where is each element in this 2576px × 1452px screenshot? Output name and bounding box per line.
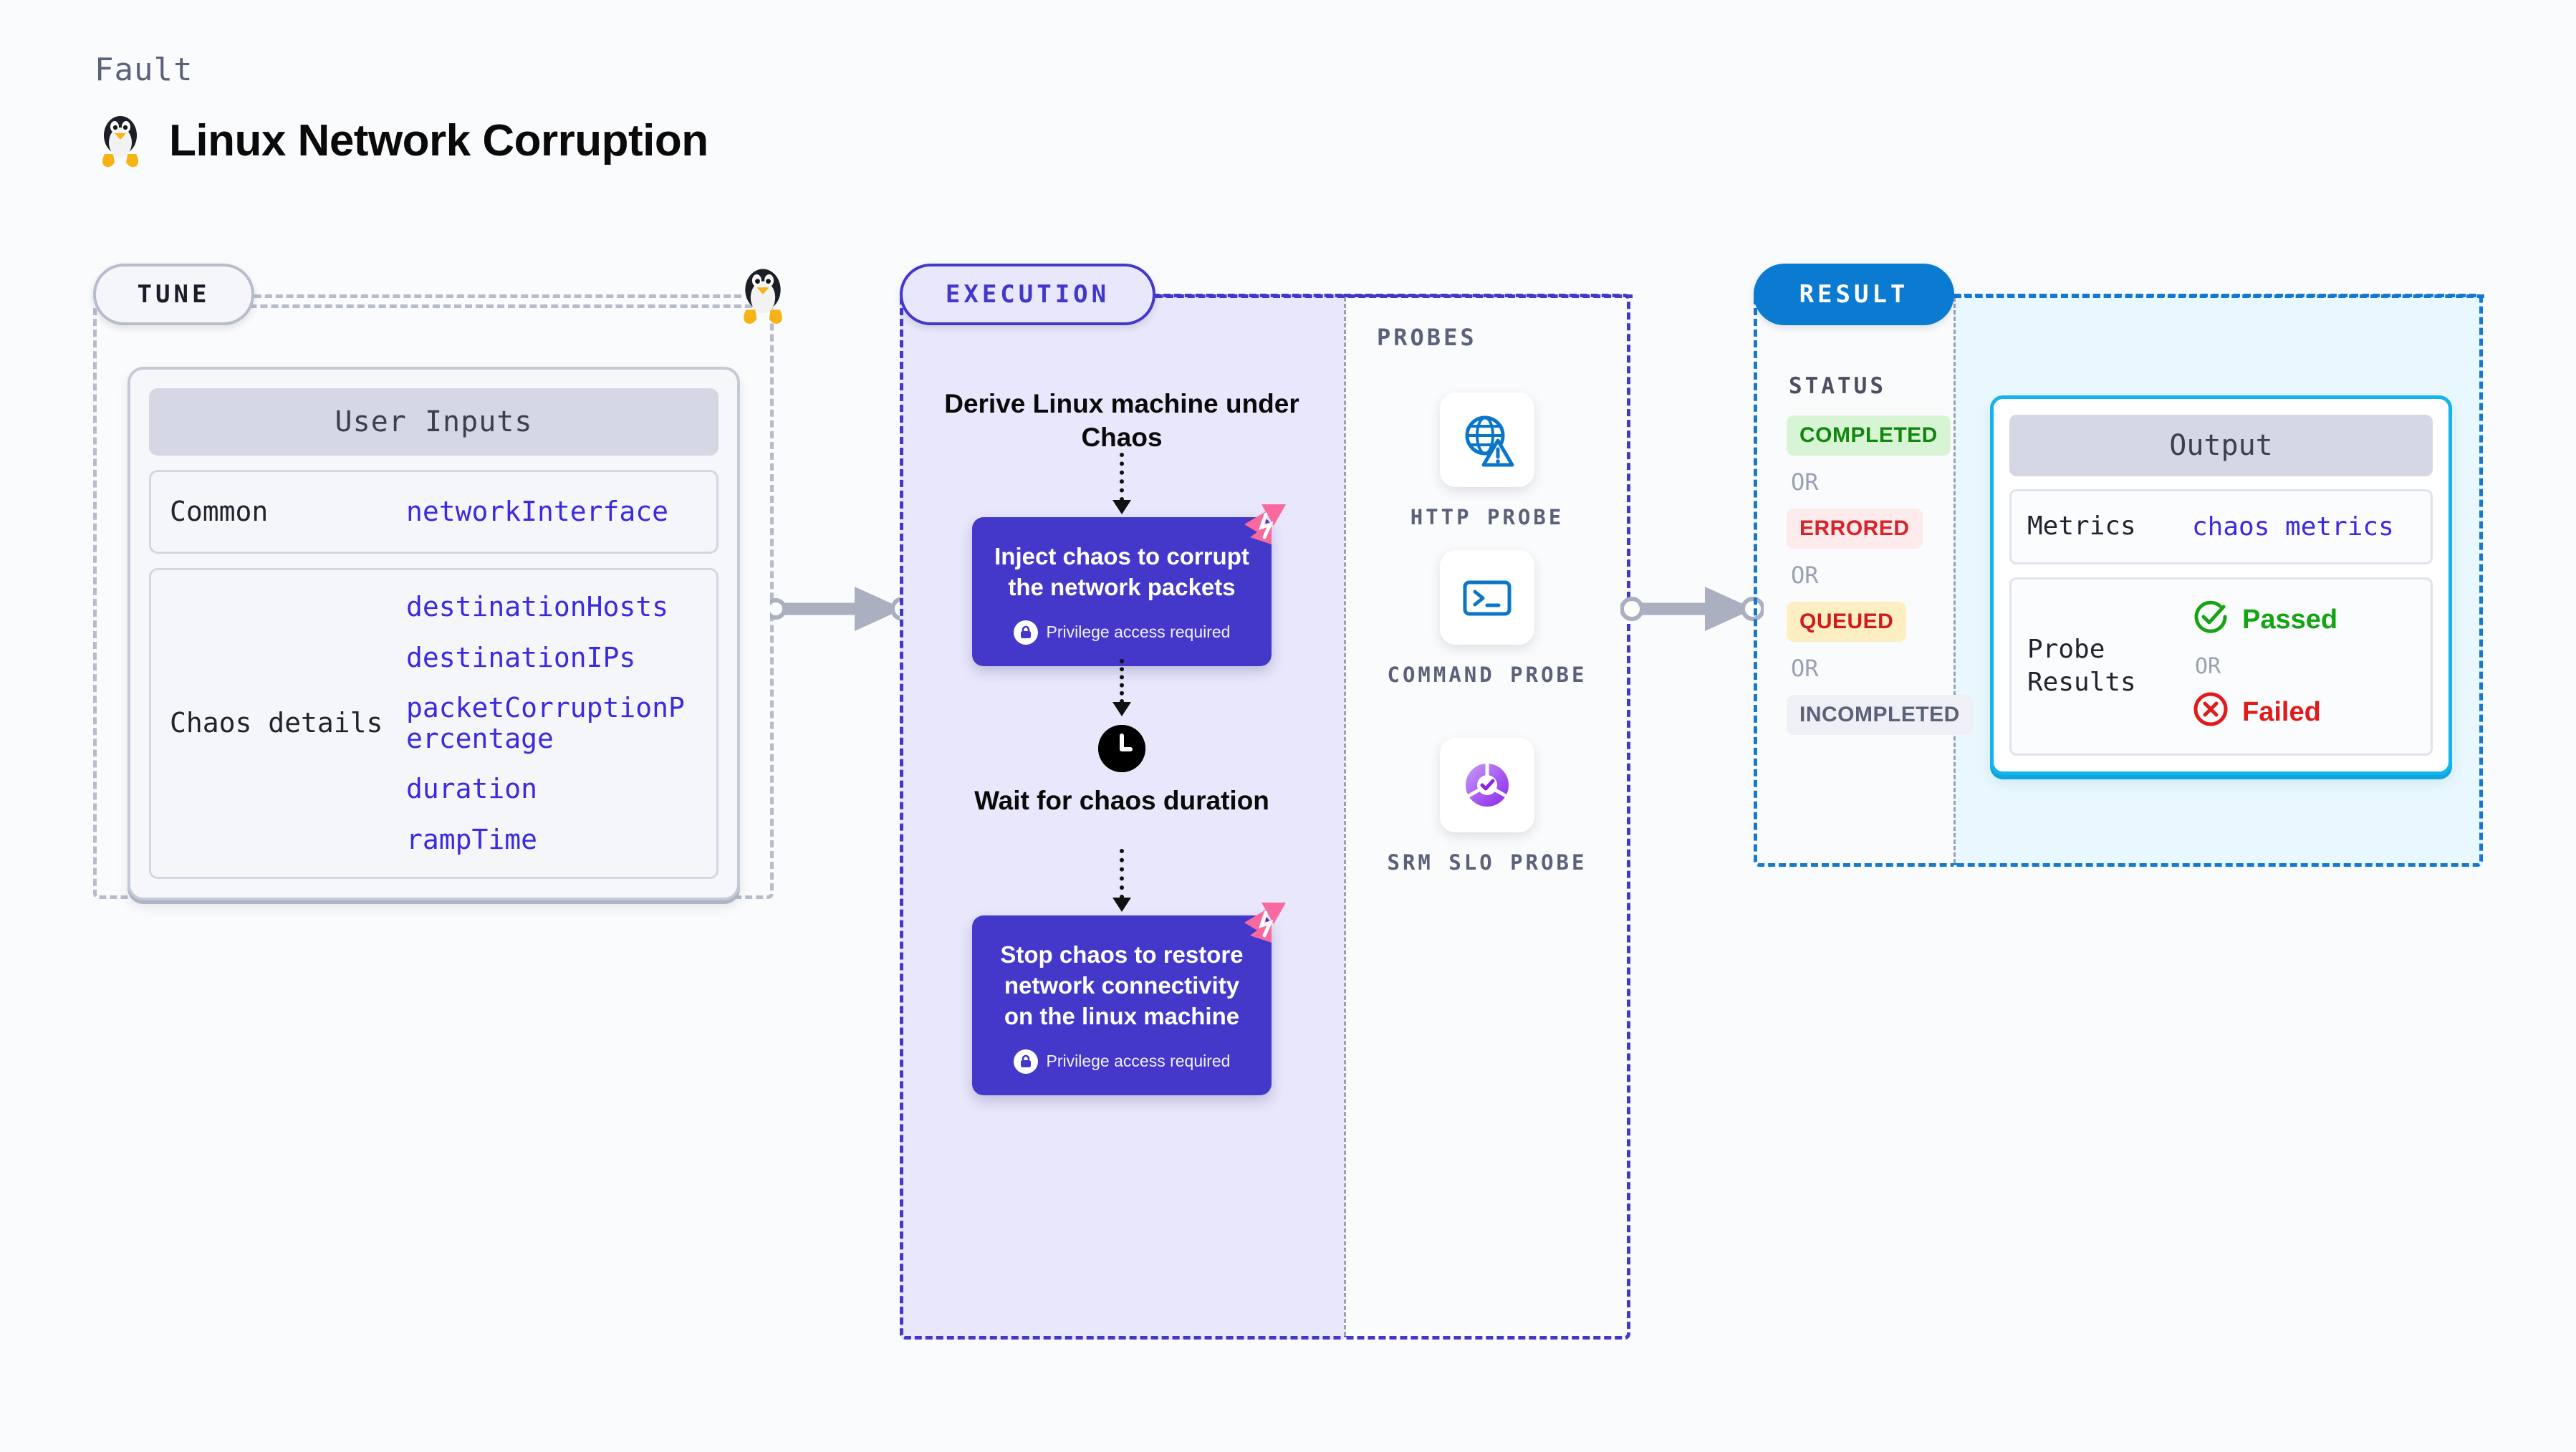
chaos-mark-icon [1240, 500, 1289, 549]
page-title: Linux Network Corruption [169, 115, 708, 165]
user-inputs-card: User Inputs Common networkInterface Chao… [128, 367, 740, 900]
param-ramptime[interactable]: rampTime [406, 824, 538, 856]
clock-icon [1098, 725, 1145, 772]
linux-penguin-icon-marker [731, 264, 795, 327]
probe-label: COMMAND PROBE [1387, 663, 1587, 687]
status-badge-errored: ERRORED [1787, 509, 1923, 549]
execution-stage-badge[interactable]: EXECUTION [900, 264, 1155, 325]
linux-penguin-icon [95, 111, 146, 170]
failed-label: Failed [2242, 697, 2321, 728]
privilege-text: Privilege access required [1046, 622, 1231, 642]
user-inputs-row-common: Common networkInterface [149, 470, 719, 554]
flow-connector [1120, 453, 1124, 501]
param-packetcorruptionpercentage[interactable]: packetCorruptionPercentage [406, 692, 685, 754]
status-badge-incompleted: INCOMPLETED [1787, 695, 1973, 735]
passed-label: Passed [2242, 605, 2338, 635]
privilege-note: Privilege access required [991, 1049, 1253, 1074]
flow-connector [1120, 849, 1124, 899]
status-title: STATUS [1789, 373, 1886, 399]
status-or: OR [1791, 655, 1819, 682]
node-label: Stop chaos to restore network connectivi… [1000, 941, 1244, 1029]
execution-connector-line [1155, 294, 1633, 298]
probes-title: PROBES [1377, 324, 1477, 351]
flow-arrowhead [1112, 702, 1131, 716]
output-row-probe-results: Probe Results Passed OR [2009, 577, 2433, 756]
probe-result-passed: Passed [2192, 598, 2337, 643]
probe-command[interactable]: COMMAND PROBE [1380, 550, 1595, 690]
check-circle-icon [2192, 598, 2229, 643]
user-inputs-title: User Inputs [149, 388, 719, 456]
row-key: Probe Results [2027, 634, 2136, 698]
param-duration[interactable]: duration [406, 773, 538, 805]
privilege-text: Privilege access required [1046, 1052, 1231, 1071]
status-list: COMPLETED OR ERRORED OR QUEUED OR INCOMP… [1787, 415, 2001, 735]
execution-flow: Derive Linux machine under Chaos Inject … [900, 294, 1344, 1340]
flow-connector [1120, 659, 1124, 703]
output-title: Output [2009, 415, 2433, 476]
probe-label: SRM SLO PROBE [1387, 850, 1587, 875]
node-label: Inject chaos to corrupt the network pack… [994, 543, 1249, 600]
row-key: Metrics [2027, 511, 2136, 541]
probes-divider [1344, 297, 1346, 1336]
probe-http[interactable]: HTTP PROBE [1380, 393, 1595, 532]
flow-arrowhead [1112, 500, 1131, 514]
terminal-icon [1440, 550, 1534, 645]
globe-warning-icon [1440, 393, 1534, 487]
result-connector-line [1954, 294, 2484, 298]
chaos-mark-icon [1240, 898, 1289, 947]
probe-label: HTTP PROBE [1410, 505, 1565, 529]
tune-stage-badge[interactable]: TUNE [93, 264, 254, 325]
lock-icon [1013, 620, 1038, 645]
param-networkinterface[interactable]: networkInterface [406, 496, 669, 528]
result-divider [1953, 297, 1956, 863]
status-badge-completed: COMPLETED [1787, 415, 1951, 456]
param-destinationips[interactable]: destinationIPs [406, 641, 636, 673]
execution-to-result-arrow [1620, 577, 1765, 641]
fault-kicker: Fault [95, 52, 193, 88]
probe-srm-slo[interactable]: SRM SLO PROBE [1380, 738, 1595, 878]
tune-to-execution-arrow [765, 577, 915, 641]
metrics-value[interactable]: chaos metrics [2192, 511, 2394, 542]
step-derive-linux-machine: Derive Linux machine under Chaos [944, 389, 1299, 453]
tune-connector-line [254, 294, 741, 298]
output-row-metrics: Metrics chaos metrics [2009, 489, 2433, 564]
privilege-note: Privilege access required [991, 620, 1253, 645]
output-card: Output Metrics chaos metrics Probe Resul… [1990, 395, 2452, 775]
node-stop-chaos[interactable]: Stop chaos to restore network connectivi… [972, 903, 1286, 1095]
result-stage-badge[interactable]: RESULT [1754, 264, 1954, 325]
param-destinationhosts[interactable]: destinationHosts [406, 591, 669, 623]
x-circle-icon [2192, 691, 2229, 735]
row-key: Common [170, 496, 269, 527]
status-or: OR [1791, 468, 1819, 496]
user-inputs-row-chaos-details: Chaos details destinationHosts destinati… [149, 568, 719, 879]
status-or: OR [1791, 562, 1819, 589]
probe-result-failed: Failed [2192, 691, 2337, 735]
step-wait-for-chaos-duration: Wait for chaos duration [974, 786, 1269, 815]
node-inject-chaos[interactable]: Inject chaos to corrupt the network pack… [972, 504, 1286, 666]
page-title-row: Linux Network Corruption [95, 111, 708, 170]
lock-icon [1013, 1049, 1038, 1074]
slo-donut-check-icon [1440, 738, 1534, 832]
flow-arrowhead [1112, 898, 1131, 912]
status-badge-queued: QUEUED [1787, 602, 1907, 642]
probe-result-or: OR [2195, 653, 2221, 679]
row-key: Chaos details [170, 707, 383, 739]
